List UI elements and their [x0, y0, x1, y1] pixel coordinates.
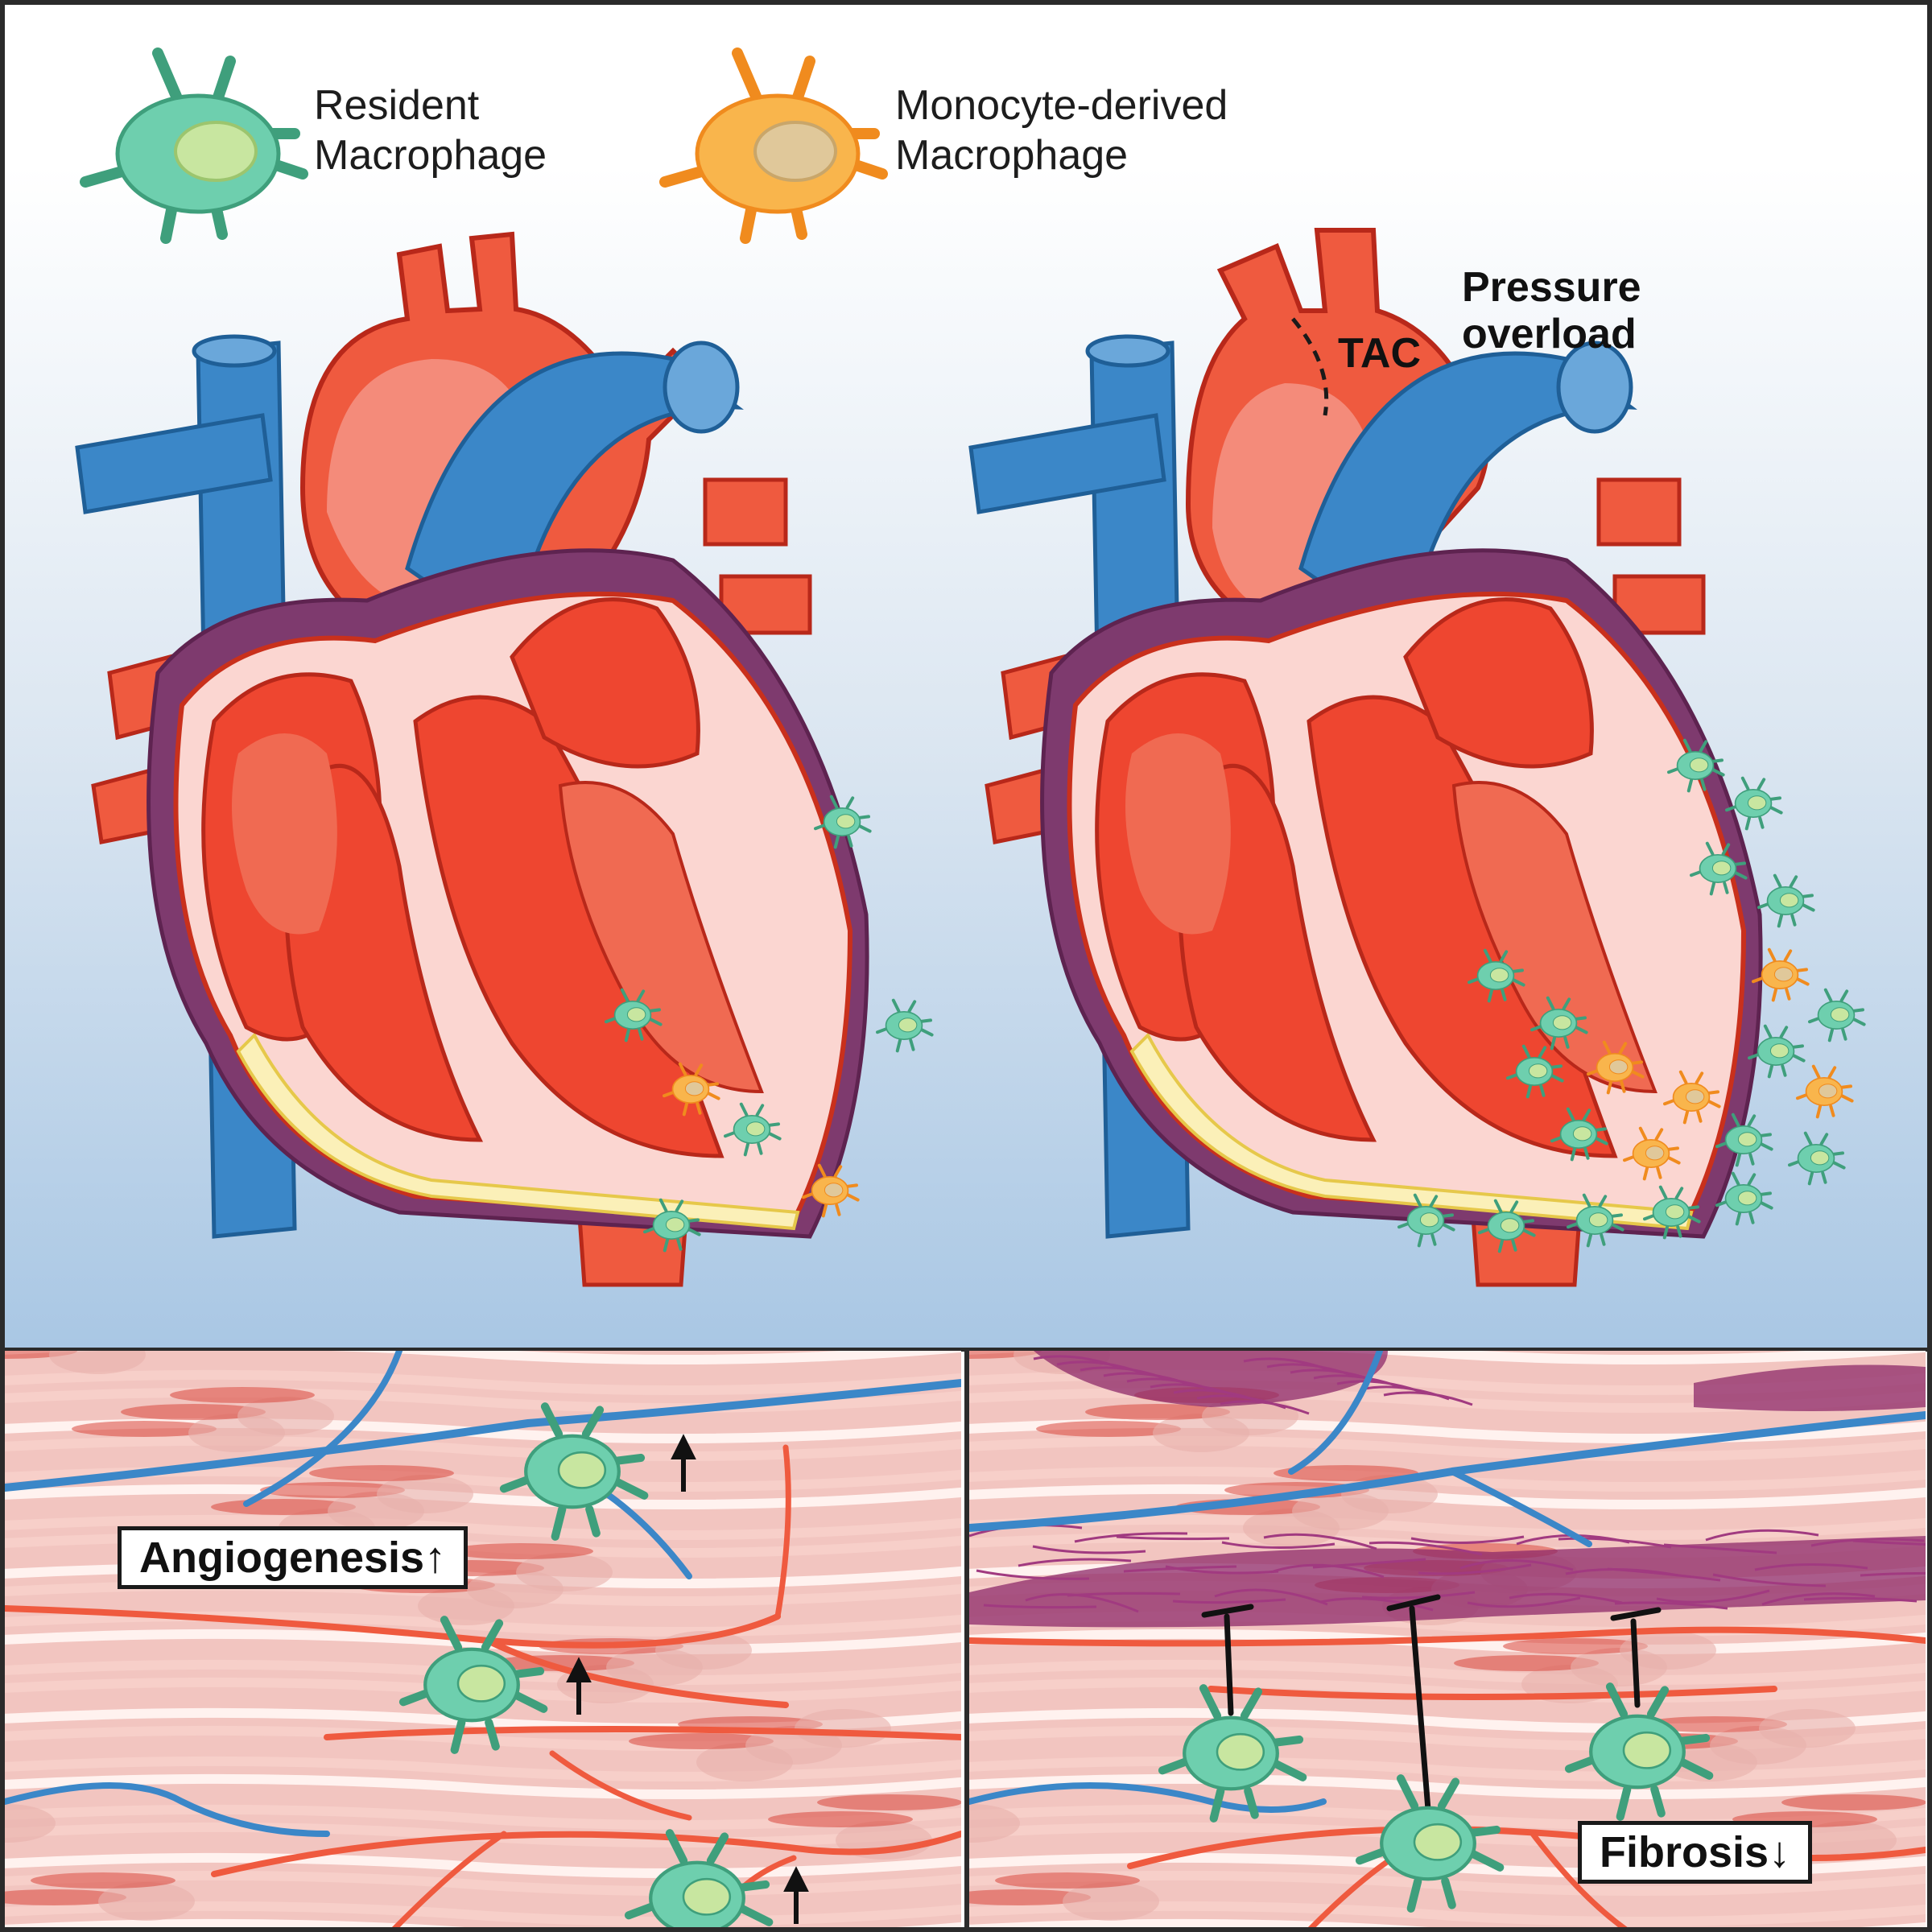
- fibrosis-tissue-panel: Fibrosis↓: [969, 1351, 1926, 1927]
- capillary-red-r5: [1530, 1831, 1628, 1927]
- monocyte-macrophage-left-4: [663, 1062, 720, 1117]
- capillary-blue-r3: [1449, 1468, 1592, 1547]
- resident-macrophage-right-2: [1725, 776, 1783, 831]
- resident-macrophage-right-4: [1757, 873, 1815, 928]
- capillary-red-2: [485, 1637, 789, 1708]
- resident-macrophage-left-5: [724, 1102, 782, 1157]
- inhibition-bars: [1201, 1594, 1662, 1813]
- monocyte-macrophage-right-16: [1623, 1126, 1681, 1181]
- normal-heart-illustration: [61, 231, 947, 1317]
- resident-macrophage-tissue-right-1: [1158, 1684, 1307, 1823]
- fibrosis-label: Fibrosis↓: [1578, 1821, 1813, 1884]
- capillary-red-r2: [1208, 1686, 1777, 1700]
- monocyte-macrophage-right-5: [1752, 947, 1810, 1002]
- angiogenesis-tissue-panel: Angiogenesis↑: [5, 1351, 961, 1927]
- tissue-fibers-right: [969, 1351, 1926, 1927]
- capillary-blue-1: [5, 1379, 961, 1492]
- resident-macrophage-right-20: [1567, 1193, 1624, 1248]
- capillary-red-1: [5, 1605, 781, 1649]
- capillary-blue-2: [243, 1351, 402, 1507]
- capillary-red-5: [549, 1750, 692, 1821]
- panel-divider-vertical: [964, 1348, 969, 1927]
- increase-arrows: [566, 1434, 809, 1924]
- top-panel: Resident Macrophage Monocyte-derived Mac…: [5, 5, 1927, 1348]
- capillary-red-4: [324, 1726, 961, 1740]
- monocyte-macrophage-left-6: [802, 1163, 860, 1218]
- monocyte-macrophage-right-13: [1796, 1064, 1854, 1119]
- capillary-blue-4: [5, 1782, 330, 1837]
- capillary-blue-r2: [1288, 1351, 1383, 1475]
- resident-macrophage-right-3: [1690, 841, 1748, 896]
- resident-macrophage-right-8: [1530, 996, 1588, 1051]
- resident-macrophage-tissue-left-2: [398, 1616, 548, 1754]
- angiogenesis-label: Angiogenesis↑: [118, 1526, 469, 1589]
- resident-macrophage-tissue-left-1: [499, 1402, 649, 1541]
- pressure-overload-label: Pressure overload: [1462, 264, 1641, 357]
- resident-macrophage-right-15: [1715, 1113, 1773, 1167]
- resident-macrophage-right-9: [1748, 1024, 1806, 1079]
- capillary-blue-r4: [969, 1782, 1327, 1813]
- resident-macrophage-right-19: [1478, 1199, 1536, 1253]
- capillary-red-7: [391, 1831, 507, 1927]
- resident-macrophage-right-14: [1550, 1107, 1608, 1162]
- resident-macrophage-right-21: [1643, 1185, 1701, 1240]
- resident-macrophage-right-7: [1468, 948, 1525, 1003]
- resident-macrophage-left-7: [643, 1198, 701, 1253]
- resident-macrophage-tissue-left-3: [624, 1829, 774, 1927]
- resident-macrophage-right-17: [1788, 1131, 1846, 1186]
- capillary-red-r1: [969, 1626, 1926, 1647]
- resident-macrophage-tissue-right-2: [1355, 1774, 1505, 1913]
- resident-macrophage-legend-icon: [80, 47, 308, 244]
- resident-legend-label: Resident Macrophage: [314, 82, 547, 179]
- monocyte-macrophage-legend-icon: [659, 47, 888, 244]
- tac-label: TAC: [1338, 330, 1422, 377]
- resident-macrophage-right-1: [1667, 738, 1725, 793]
- monocyte-legend-label: Monocyte-derived Macrophage: [895, 82, 1228, 179]
- resident-macrophage-left-1: [814, 795, 872, 849]
- tissue-fibers-left: [5, 1351, 961, 1927]
- resident-macrophage-right-22: [1715, 1171, 1773, 1226]
- resident-macrophage-right-18: [1397, 1193, 1455, 1248]
- resident-macrophage-tissue-right-3: [1564, 1682, 1714, 1821]
- resident-macrophage-left-2: [605, 988, 663, 1042]
- resident-macrophage-left-3: [876, 998, 934, 1053]
- heart-macrophages: [605, 738, 1866, 1253]
- capillary-red-3: [774, 1444, 791, 1620]
- resident-macrophage-right-6: [1808, 988, 1866, 1042]
- tac-heart-illustration: [955, 228, 1840, 1317]
- resident-macrophage-right-10: [1506, 1044, 1564, 1099]
- monocyte-macrophage-right-12: [1663, 1070, 1721, 1125]
- monocyte-macrophage-right-11: [1587, 1040, 1645, 1095]
